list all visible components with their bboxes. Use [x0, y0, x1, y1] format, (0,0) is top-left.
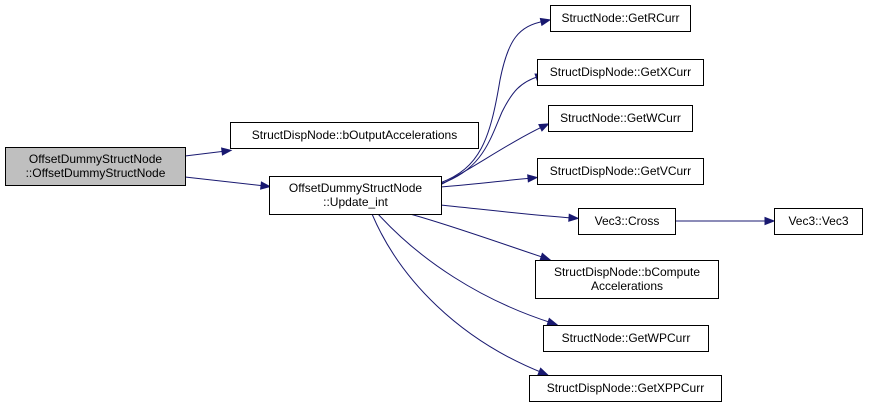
node-label: StructDispNode::GetXPPCurr	[547, 381, 704, 395]
edge-line	[439, 125, 545, 186]
node-box	[535, 260, 719, 299]
node-getwpcurr[interactable]: StructNode::GetWPCurr	[543, 325, 709, 352]
node-cross[interactable]: Vec3::Cross	[578, 208, 676, 235]
edge-update-getwpcurr	[377, 213, 559, 326]
node-box	[543, 325, 709, 352]
edge-update-bcompute	[409, 213, 552, 261]
edge-line	[439, 177, 533, 188]
edge-root-boutput	[184, 147, 233, 157]
node-label: Vec3::Vec3	[788, 214, 848, 228]
edge-update-getrcurr	[439, 17, 552, 184]
node-label: StructNode::GetWPCurr	[562, 331, 691, 345]
arrowhead	[260, 181, 272, 190]
node-box	[578, 208, 676, 235]
node-label: StructDispNode::GetVCurr	[550, 164, 691, 178]
node-boutput[interactable]: StructDispNode::bOutputAccelerations	[230, 122, 479, 149]
node-label: Accelerations	[591, 279, 663, 293]
node-update[interactable]: OffsetDummyStructNode::Update_int	[269, 176, 442, 215]
arrowhead	[546, 317, 559, 326]
node-box	[5, 147, 186, 186]
node-label: OffsetDummyStructNode	[29, 152, 162, 166]
edge-line	[377, 213, 553, 324]
arrowhead	[539, 17, 552, 27]
node-label: ::OffsetDummyStructNode	[26, 166, 166, 180]
node-label: StructDispNode::GetXCurr	[550, 65, 691, 79]
arrowhead	[527, 174, 539, 183]
node-label: StructNode::GetWCurr	[560, 111, 681, 125]
node-label: StructDispNode::bOutputAccelerations	[252, 128, 457, 142]
arrowhead	[568, 213, 580, 222]
edge-line	[439, 20, 546, 184]
edge-update-getwcurr	[439, 123, 550, 186]
node-box	[537, 158, 704, 185]
edge-root-update	[184, 176, 272, 190]
node-root[interactable]: OffsetDummyStructNode::OffsetDummyStruct…	[5, 147, 186, 186]
edge-update-getvcurr	[439, 174, 539, 188]
node-getwcurr[interactable]: StructNode::GetWCurr	[548, 105, 693, 132]
edge-update-cross	[439, 204, 580, 222]
node-label: StructDispNode::bCompute	[554, 265, 700, 279]
arrowhead	[764, 216, 776, 226]
node-box	[550, 5, 691, 32]
edge-line	[371, 213, 544, 374]
node-label: Vec3::Cross	[595, 214, 660, 228]
node-label: OffsetDummyStructNode	[289, 181, 422, 195]
edge-line	[184, 176, 266, 187]
arrowhead	[537, 367, 549, 376]
edge-line	[184, 150, 227, 157]
node-box	[548, 105, 693, 132]
node-box	[269, 176, 442, 215]
node-getxcurr[interactable]: StructDispNode::GetXCurr	[537, 59, 704, 86]
edge-line	[409, 213, 546, 259]
node-label: ::Update_int	[323, 195, 388, 209]
nodes-layer: OffsetDummyStructNode::OffsetDummyStruct…	[5, 5, 863, 402]
arrowhead	[538, 123, 550, 132]
edge-update-getxppcurr	[371, 213, 549, 376]
node-box	[537, 59, 704, 86]
edge-cross-vec3	[675, 216, 776, 226]
node-box	[230, 122, 479, 149]
arrowhead	[221, 147, 233, 156]
node-label: StructNode::GetRCurr	[561, 11, 679, 25]
node-getvcurr[interactable]: StructDispNode::GetVCurr	[537, 158, 704, 185]
node-box	[529, 375, 722, 402]
edge-line	[439, 204, 574, 219]
node-getxppcurr[interactable]: StructDispNode::GetXPPCurr	[529, 375, 722, 402]
node-box	[774, 208, 863, 235]
node-getrcurr[interactable]: StructNode::GetRCurr	[550, 5, 691, 32]
node-vec3[interactable]: Vec3::Vec3	[774, 208, 863, 235]
arrowhead	[539, 252, 552, 261]
